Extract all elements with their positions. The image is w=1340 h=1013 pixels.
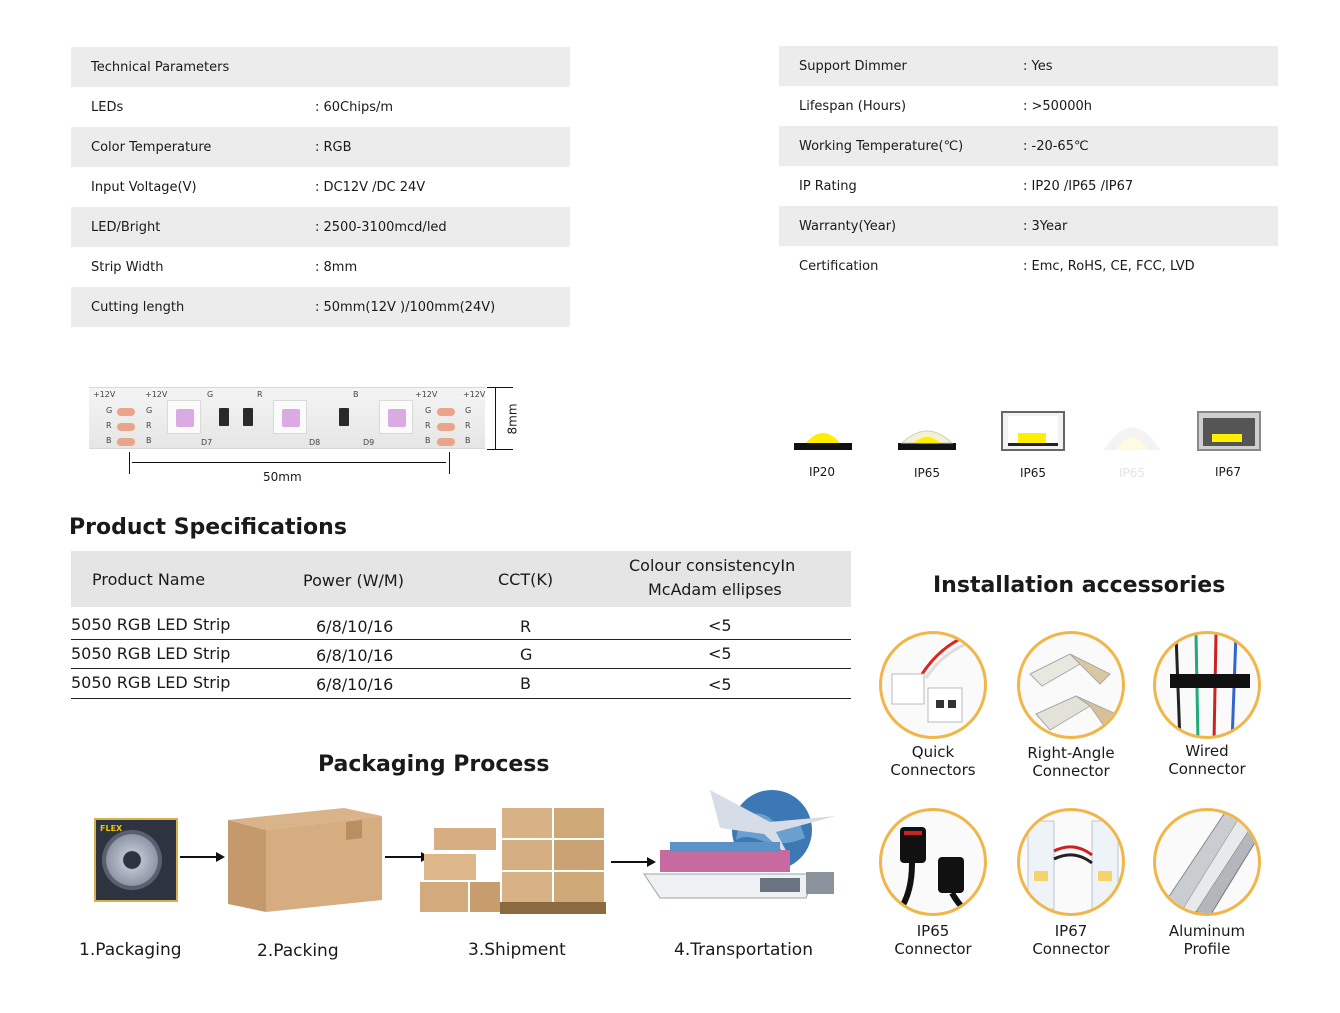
ip-label: IP65	[913, 466, 941, 480]
table-row: 5050 RGB LED Strip 6/8/10/16 R <5	[71, 611, 851, 640]
param-row: Support Dimmer: Yes	[779, 46, 1278, 86]
solder-pad	[117, 408, 135, 416]
extra-parameters-table: Support Dimmer: Yes Lifespan (Hours): >5…	[779, 46, 1278, 286]
led-chip	[379, 400, 413, 434]
ip-label-faded: IP65	[1118, 466, 1146, 480]
ip67-icon	[1197, 411, 1261, 451]
ip65-profile-icon	[1001, 411, 1065, 451]
param-row: Lifespan (Hours): >50000h	[799, 98, 1092, 114]
arrow-icon	[611, 857, 656, 867]
solder-pad	[437, 423, 455, 431]
specs-title: Product Specifications	[69, 515, 347, 540]
param-row: Technical Parameters	[71, 47, 570, 87]
solder-pad	[437, 438, 455, 446]
technical-parameters-table: Technical Parameters LEDs: 60Chips/m Col…	[71, 47, 570, 327]
table-row: 5050 RGB LED Strip 6/8/10/16 B <5	[71, 669, 851, 699]
resistor	[243, 408, 253, 426]
dim-tick	[129, 452, 130, 474]
dim-tick	[487, 449, 513, 450]
stacked-boxes-image	[420, 808, 606, 914]
ip-label: IP67	[1214, 465, 1242, 479]
right-angle-connector-image	[1017, 631, 1125, 739]
param-row: LED/Bright: 2500-3100mcd/led	[71, 207, 570, 247]
reel-box-image: FLEX	[94, 818, 178, 902]
aluminum-profile-image	[1153, 808, 1261, 916]
table-row: 5050 RGB LED Strip 6/8/10/16 G <5	[71, 640, 851, 669]
param-row: Strip Width: 8mm	[91, 259, 358, 275]
wired-connector-image	[1153, 631, 1261, 739]
solder-pad	[437, 408, 455, 416]
ip-label: IP65	[1019, 466, 1047, 480]
carton-box-image	[228, 808, 382, 912]
step-label: 4.Transportation	[674, 940, 813, 960]
param-row: Color Temperature: RGB	[71, 127, 570, 167]
param-row: Working Temperature(℃): -20-65℃	[779, 126, 1278, 166]
param-row: Warranty(Year): 3Year	[779, 206, 1278, 246]
length-label: 50mm	[263, 470, 302, 484]
resistor	[219, 408, 229, 426]
led-chip	[273, 400, 307, 434]
ip65-dome-icon	[898, 430, 956, 450]
solder-pad	[117, 438, 135, 446]
ip20-icon	[794, 433, 852, 450]
param-row: Certification: Emc, RoHS, CE, FCC, LVD	[799, 258, 1195, 274]
step-label: 2.Packing	[257, 941, 339, 961]
transportation-image	[643, 790, 836, 899]
dim-line	[132, 462, 446, 463]
step-label: 1.Packaging	[79, 940, 182, 960]
ip65-faded-icon	[1104, 427, 1160, 450]
quick-connector-image	[879, 631, 987, 739]
led-chip	[167, 400, 201, 434]
ip-label: IP20	[808, 465, 836, 479]
param-row: Cutting length: 50mm(12V )/100mm(24V)	[71, 287, 570, 327]
arrow-icon	[180, 852, 225, 862]
solder-pad	[117, 423, 135, 431]
ip65-connector-image	[879, 808, 987, 916]
ip-rating-icons	[794, 411, 1261, 451]
dim-line	[495, 388, 496, 449]
width-label: 8mm	[505, 403, 520, 435]
ip67-connector-image	[1017, 808, 1125, 916]
dim-tick	[449, 452, 450, 474]
packaging-title: Packaging Process	[318, 752, 550, 777]
param-row: IP Rating: IP20 /IP65 /IP67	[799, 178, 1134, 194]
step-label: 3.Shipment	[468, 940, 566, 960]
param-row: LEDs: 60Chips/m	[91, 99, 394, 115]
resistor	[339, 408, 349, 426]
param-row: Input Voltage(V): DC12V /DC 24V	[91, 179, 426, 195]
led-strip-illustration: +12V +12V +12V +12V G R B G R B G R B G …	[89, 387, 485, 449]
accessories-title: Installation accessories	[933, 573, 1226, 598]
dim-tick	[487, 387, 513, 388]
specs-header: Product Name Power (W/M) CCT(K) Colour c…	[71, 551, 851, 607]
